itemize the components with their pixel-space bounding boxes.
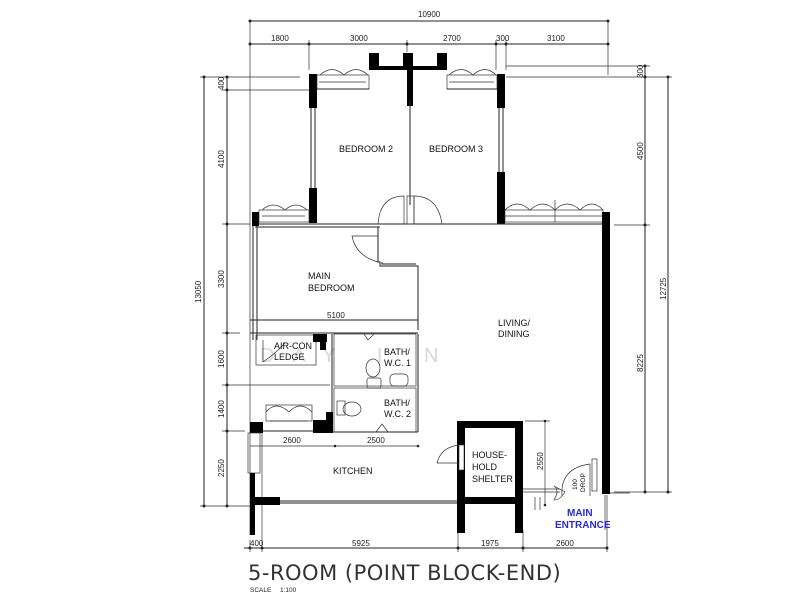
- label-bedroom-3: BEDROOM 3: [429, 144, 483, 154]
- dim-left-2: 4100: [217, 150, 226, 168]
- dim-top-2: 3000: [350, 34, 368, 43]
- dim-shelter: 2550: [536, 452, 545, 470]
- label-bath1-1: BATH/: [384, 347, 410, 357]
- dim-top-total: 10900: [418, 10, 441, 19]
- dim-top-4: 300: [496, 34, 510, 43]
- top-dimensions: 10900 1800 3000 2700 300 3100: [248, 10, 610, 535]
- dim-left-1: 400: [217, 76, 226, 90]
- dim-bottom-1: 400: [250, 539, 264, 548]
- label-aircon-2: LEDGE: [274, 352, 305, 362]
- plan-title: 5-ROOM (POINT BLOCK-END): [248, 561, 561, 585]
- dim-bottom-3: 1975: [481, 539, 499, 548]
- label-door-note-1: 100: [572, 479, 579, 490]
- walls: 5100: [247, 53, 630, 540]
- label-living-1: LIVING/: [498, 318, 531, 328]
- dim-bottom-4: 2600: [556, 539, 574, 548]
- left-dimensions: 13050 400 4100 3300 1600 1400 2250: [194, 75, 330, 508]
- dim-right-2: 4500: [636, 142, 645, 160]
- label-shelter-2: HOLD: [472, 462, 498, 472]
- dim-bottom-2: 5925: [352, 539, 370, 548]
- label-bath2-2: W.C. 2: [384, 409, 411, 419]
- dim-right-1: 300: [636, 64, 645, 78]
- label-shelter-1: HOUSE-: [472, 450, 507, 460]
- label-main-bedroom-2: BEDROOM: [308, 283, 355, 293]
- label-main-entrance-1: MAIN: [567, 508, 593, 519]
- dim-top-3: 2700: [443, 34, 461, 43]
- dim-left-6: 2250: [217, 459, 226, 477]
- scale-value: 1:100: [280, 587, 297, 594]
- scale-label: SCALE: [250, 587, 272, 594]
- room-labels: BEDROOM 2 BEDROOM 3 MAIN BEDROOM LIVING/…: [274, 144, 611, 531]
- dim-right-3: 8225: [636, 354, 645, 372]
- dim-kitchen-1: 2600: [283, 436, 301, 445]
- dim-right-total: 12725: [659, 277, 668, 300]
- label-kitchen: KITCHEN: [333, 466, 373, 476]
- dim-left-4: 1600: [217, 350, 226, 368]
- label-living-2: DINING: [498, 329, 530, 339]
- label-bedroom-2: BEDROOM 2: [339, 144, 393, 154]
- label-door-note-2: DROP: [580, 473, 587, 492]
- dim-top-5: 3100: [547, 34, 565, 43]
- dim-top-1: 1800: [271, 34, 289, 43]
- dim-left-3: 3300: [217, 270, 226, 288]
- label-main-bedroom-1: MAIN: [308, 271, 331, 281]
- label-bath1-2: W.C. 1: [384, 358, 411, 368]
- watermark: DAY I N: [260, 345, 456, 367]
- dim-main-bedroom: 5100: [327, 311, 345, 320]
- label-main-entrance-2: ENTRANCE: [555, 520, 611, 531]
- bottom-dimensions: 400 5925 1975 2600: [244, 495, 609, 552]
- dim-left-5: 1400: [217, 400, 226, 418]
- label-shelter-3: SHELTER: [472, 474, 513, 484]
- label-aircon-1: AIR-CON: [274, 341, 312, 351]
- dim-kitchen-2: 2500: [367, 436, 385, 445]
- dim-left-total: 13050: [194, 280, 203, 303]
- right-dimensions: 300 4500 8225 12725: [506, 64, 672, 494]
- label-bath2-1: BATH/: [384, 398, 410, 408]
